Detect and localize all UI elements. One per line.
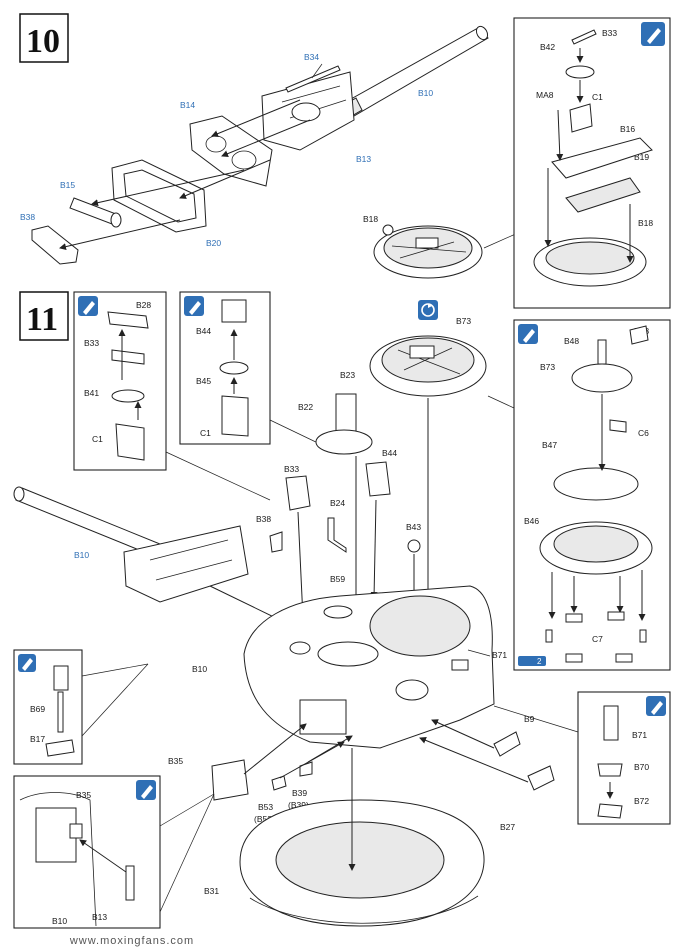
- label-b39: B39: [292, 788, 307, 798]
- label-b17: B17: [30, 734, 45, 744]
- label-b71-inset: B71: [632, 730, 647, 740]
- periscope-b33: [285, 475, 311, 511]
- label-b9: B9: [524, 714, 535, 724]
- label-b27: B27: [500, 822, 515, 832]
- label-b13-inset: B13: [92, 912, 107, 922]
- label-b15: B15: [60, 180, 75, 190]
- label-c1-b28: C1: [92, 434, 103, 444]
- count-badge: 2: [537, 657, 542, 666]
- inset-b35: B35 B10 B13: [13, 775, 161, 929]
- label-b39b: (B39): [288, 800, 309, 810]
- glue-icon: [641, 22, 665, 46]
- label-b35: B35: [168, 756, 183, 766]
- label-c1-inset10: C1: [592, 92, 603, 102]
- glue-icon: [78, 296, 98, 316]
- turret-body: [243, 585, 495, 749]
- glue-icon: [518, 324, 538, 344]
- label-b53: B53: [258, 802, 273, 812]
- label-b10: B10: [418, 88, 433, 98]
- pin-b15: [69, 197, 122, 228]
- label-b10-turret: B10: [192, 664, 207, 674]
- label-b31: B31: [204, 886, 219, 896]
- rotate-icon: [418, 300, 438, 320]
- handle-b35: [211, 759, 249, 801]
- label-b22: B22: [298, 402, 313, 412]
- label-b18: B18: [363, 214, 378, 224]
- inset-b28: B28 B33 B41 C1: [73, 291, 167, 471]
- label-b35-inset: B35: [76, 790, 91, 800]
- count-badge-icon: 2: [518, 656, 546, 666]
- label-b73-inset: B73: [540, 362, 555, 372]
- label-c7: C7: [592, 634, 603, 644]
- bracket-b27: [527, 765, 555, 791]
- gun-barrel-b10-step11: [13, 486, 249, 603]
- label-b18-inset: B18: [638, 218, 653, 228]
- inset-b71: B71 B70 B72: [577, 691, 671, 825]
- step-11-number: 11: [26, 301, 58, 338]
- label-b41: B41: [84, 388, 99, 398]
- label-b13: B13: [356, 154, 371, 164]
- inset-b44: B44 B45 C1: [179, 291, 271, 445]
- label-b14: B14: [180, 100, 195, 110]
- label-b38-step11: B38: [256, 514, 271, 524]
- label-b28: B28: [136, 300, 151, 310]
- label-b70: B70: [634, 762, 649, 772]
- label-b69: B69: [30, 704, 45, 714]
- label-b72: B72: [634, 796, 649, 806]
- glue-icon: [646, 696, 666, 716]
- label-ma8: MA8: [536, 90, 554, 100]
- turret-top-b73: [369, 335, 487, 397]
- label-b33-inset11: B33: [84, 338, 99, 348]
- label-b45: B45: [196, 376, 211, 386]
- label-b71: B71: [492, 650, 507, 660]
- step-10-number: 10: [26, 23, 60, 60]
- label-b10-step11: B10: [74, 550, 89, 560]
- label-b23: B23: [340, 370, 355, 380]
- label-b20: B20: [206, 238, 221, 248]
- glue-icon: [136, 780, 156, 800]
- turret-basket-b31: [239, 799, 485, 927]
- label-b42: B42: [540, 42, 555, 52]
- label-b52: (B52): [254, 814, 275, 824]
- glue-icon: [184, 296, 204, 316]
- plate-b38: [31, 225, 79, 265]
- shield-b14: [189, 115, 273, 187]
- label-b46: B46: [524, 516, 539, 526]
- label-b43: B43: [406, 522, 421, 532]
- step-10-number-box: [19, 13, 69, 63]
- label-b33-inset10: B33: [602, 28, 617, 38]
- label-b47: B47: [542, 440, 557, 450]
- label-b16: B16: [620, 124, 635, 134]
- vision-b22-b23: [315, 393, 373, 455]
- step-11: 11: [19, 291, 69, 341]
- step-11-number-box: [19, 291, 69, 341]
- label-b44-inset: B44: [196, 326, 211, 336]
- label-b10-inset: B10: [52, 916, 67, 926]
- bracket-b9: [493, 731, 521, 757]
- inset-b73: B68 B48 B73 C6 B47 B46 C7 2: [513, 319, 671, 671]
- label-b59: B59: [330, 574, 345, 584]
- step-10: 10 B10 B13 B34 B14 B20: [19, 13, 521, 279]
- glue-icon: [18, 654, 36, 672]
- gun-barrel-b10: [329, 25, 489, 125]
- inset-b69: B69 B17: [13, 649, 83, 765]
- label-c1-b44: C1: [200, 428, 211, 438]
- watermark: www.moxingfans.com: [69, 935, 194, 947]
- inset-b16: B33 B42 MA8 C1 B16 B19 B18: [513, 17, 671, 309]
- label-b33: B33: [284, 464, 299, 474]
- label-b73: B73: [456, 316, 471, 326]
- label-b38: B38: [20, 212, 35, 222]
- label-b44: B44: [382, 448, 397, 458]
- label-b19: B19: [634, 152, 649, 162]
- label-b24: B24: [330, 498, 345, 508]
- turret-ring-b18: [373, 224, 483, 279]
- label-c6: C6: [638, 428, 649, 438]
- label-b48: B48: [564, 336, 579, 346]
- label-b34: B34: [304, 52, 319, 62]
- hatch-b44: [365, 461, 391, 497]
